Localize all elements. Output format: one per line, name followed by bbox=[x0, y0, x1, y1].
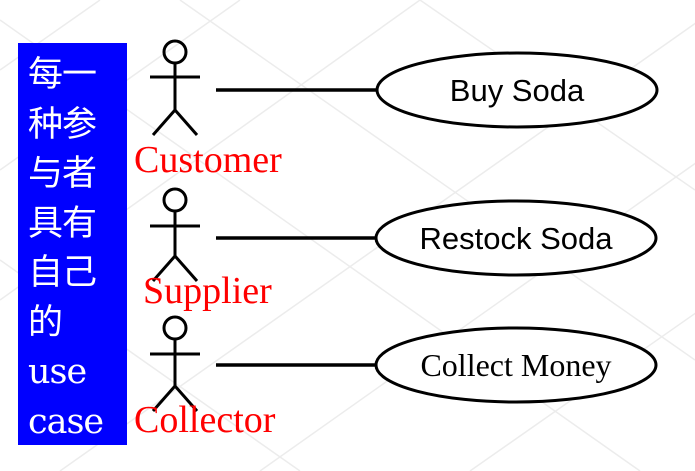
use-case-buy-soda: Buy Soda bbox=[375, 51, 659, 129]
actor-label: Collector bbox=[134, 399, 276, 441]
use-case-ellipse bbox=[374, 326, 658, 404]
sidebar-line: 种参 bbox=[28, 104, 97, 145]
stick-figure-icon bbox=[150, 39, 200, 136]
sidebar-line: 具有 bbox=[28, 203, 97, 244]
use-case-collect-money: Collect Money bbox=[374, 326, 658, 404]
actor-customer: Customer bbox=[134, 39, 282, 181]
sidebar-line: 与者 bbox=[28, 154, 97, 194]
stick-figure-icon bbox=[150, 187, 200, 282]
use-case-label: Restock Soda bbox=[420, 221, 614, 256]
sidebar-line: 自己 bbox=[28, 253, 97, 293]
stick-figure-icon bbox=[150, 315, 200, 412]
actor-collector: Collector bbox=[134, 315, 276, 441]
use-case-label: Collect Money bbox=[420, 347, 611, 383]
actor-supplier: Supplier bbox=[143, 187, 272, 312]
use-case-restock-soda: Restock Soda bbox=[374, 199, 658, 277]
sidebar-line: 的 bbox=[28, 302, 63, 343]
use-case-label: Buy Soda bbox=[450, 73, 585, 108]
sidebar-line: 每一 bbox=[28, 55, 97, 95]
sidebar-line: use bbox=[28, 352, 87, 392]
actor-label: Supplier bbox=[143, 270, 272, 312]
actor-label: Customer bbox=[134, 139, 282, 181]
sidebar-note: 每一 种参 与者 具有 自己 的 use case bbox=[18, 43, 127, 445]
use-case-ellipse bbox=[374, 199, 658, 277]
use-case-ellipse bbox=[375, 51, 659, 129]
sidebar-line: case bbox=[28, 401, 104, 442]
